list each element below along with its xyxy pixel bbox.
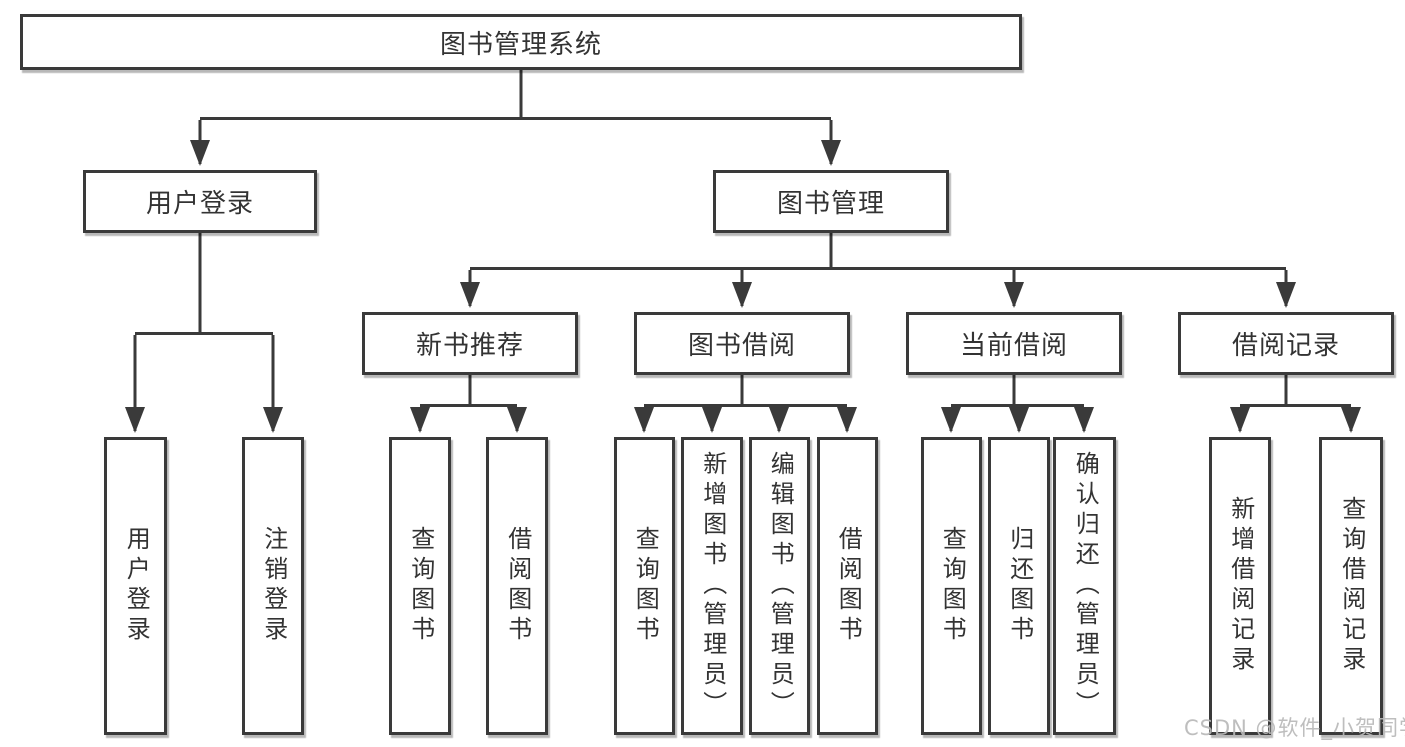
leaf-bb-query-book: 查询图书 (614, 437, 675, 735)
node-user-login-label: 用户登录 (145, 189, 254, 219)
connector-root (200, 70, 831, 120)
leaf-br-query-record-label: 查询借阅记录 (1337, 496, 1366, 676)
leaf-bb-borrow-book: 借阅图书 (817, 437, 878, 735)
leaf-nb-borrow-book-label: 借阅图书 (503, 526, 532, 646)
leaf-nb-borrow-book: 借阅图书 (486, 437, 548, 735)
node-new-book-recommend-label: 新书推荐 (415, 331, 524, 361)
leaf-bb-borrow-book-label: 借阅图书 (834, 526, 863, 646)
leaf-bb-query-book-label: 查询图书 (631, 526, 660, 646)
leaf-cb-query-book: 查询图书 (921, 437, 982, 735)
node-new-book-recommend: 新书推荐 (362, 312, 578, 375)
leaf-cb-confirm-return-label: 确认归还（管理员） (1071, 451, 1100, 721)
leaf-cb-confirm-return: 确认归还（管理员） (1053, 437, 1116, 735)
leaf-nb-query-book: 查询图书 (389, 437, 451, 735)
node-book-management: 图书管理 (713, 170, 949, 233)
node-book-management-label: 图书管理 (776, 189, 885, 219)
node-current-borrow-label: 当前借阅 (959, 331, 1068, 361)
leaf-logout: 注销登录 (242, 437, 304, 735)
leaf-br-add-record: 新增借阅记录 (1209, 437, 1271, 735)
leaf-bb-edit-book: 编辑图书（管理员） (749, 437, 810, 735)
leaf-bb-edit-book-label: 编辑图书（管理员） (766, 451, 795, 721)
leaf-nb-query-book-label: 查询图书 (406, 526, 435, 646)
node-user-login: 用户登录 (83, 170, 317, 233)
node-current-borrow: 当前借阅 (906, 312, 1122, 375)
watermark: CSDN @软件_小贺同学 (1184, 716, 1405, 740)
leaf-user-login: 用户登录 (104, 437, 167, 735)
node-borrow-records: 借阅记录 (1178, 312, 1394, 375)
leaf-cb-query-book-label: 查询图书 (938, 526, 967, 646)
connector-book-management (470, 233, 1286, 270)
node-book-borrow-label: 图书借阅 (687, 331, 796, 361)
leaf-br-add-record-label: 新增借阅记录 (1226, 496, 1255, 676)
connector-borrow-records-group (1240, 375, 1351, 407)
connector-current-borrow-group (951, 375, 1084, 407)
connector-book-borrow-group (644, 375, 847, 407)
node-borrow-records-label: 借阅记录 (1231, 331, 1340, 361)
leaf-bb-add-book: 新增图书（管理员） (681, 437, 743, 735)
leaf-cb-return-book: 归还图书 (988, 437, 1050, 735)
node-book-borrow: 图书借阅 (634, 312, 850, 375)
leaf-logout-label: 注销登录 (259, 526, 288, 646)
leaf-bb-add-book-label: 新增图书（管理员） (698, 451, 727, 721)
connector-user-login-group (135, 233, 273, 335)
node-root: 图书管理系统 (20, 14, 1022, 70)
leaf-cb-return-book-label: 归还图书 (1005, 526, 1034, 646)
leaf-user-login-label: 用户登录 (122, 526, 151, 646)
node-root-label: 图书管理系统 (439, 29, 602, 60)
connector-new-book-recommend-group (420, 375, 517, 407)
leaf-br-query-record: 查询借阅记录 (1319, 437, 1383, 735)
